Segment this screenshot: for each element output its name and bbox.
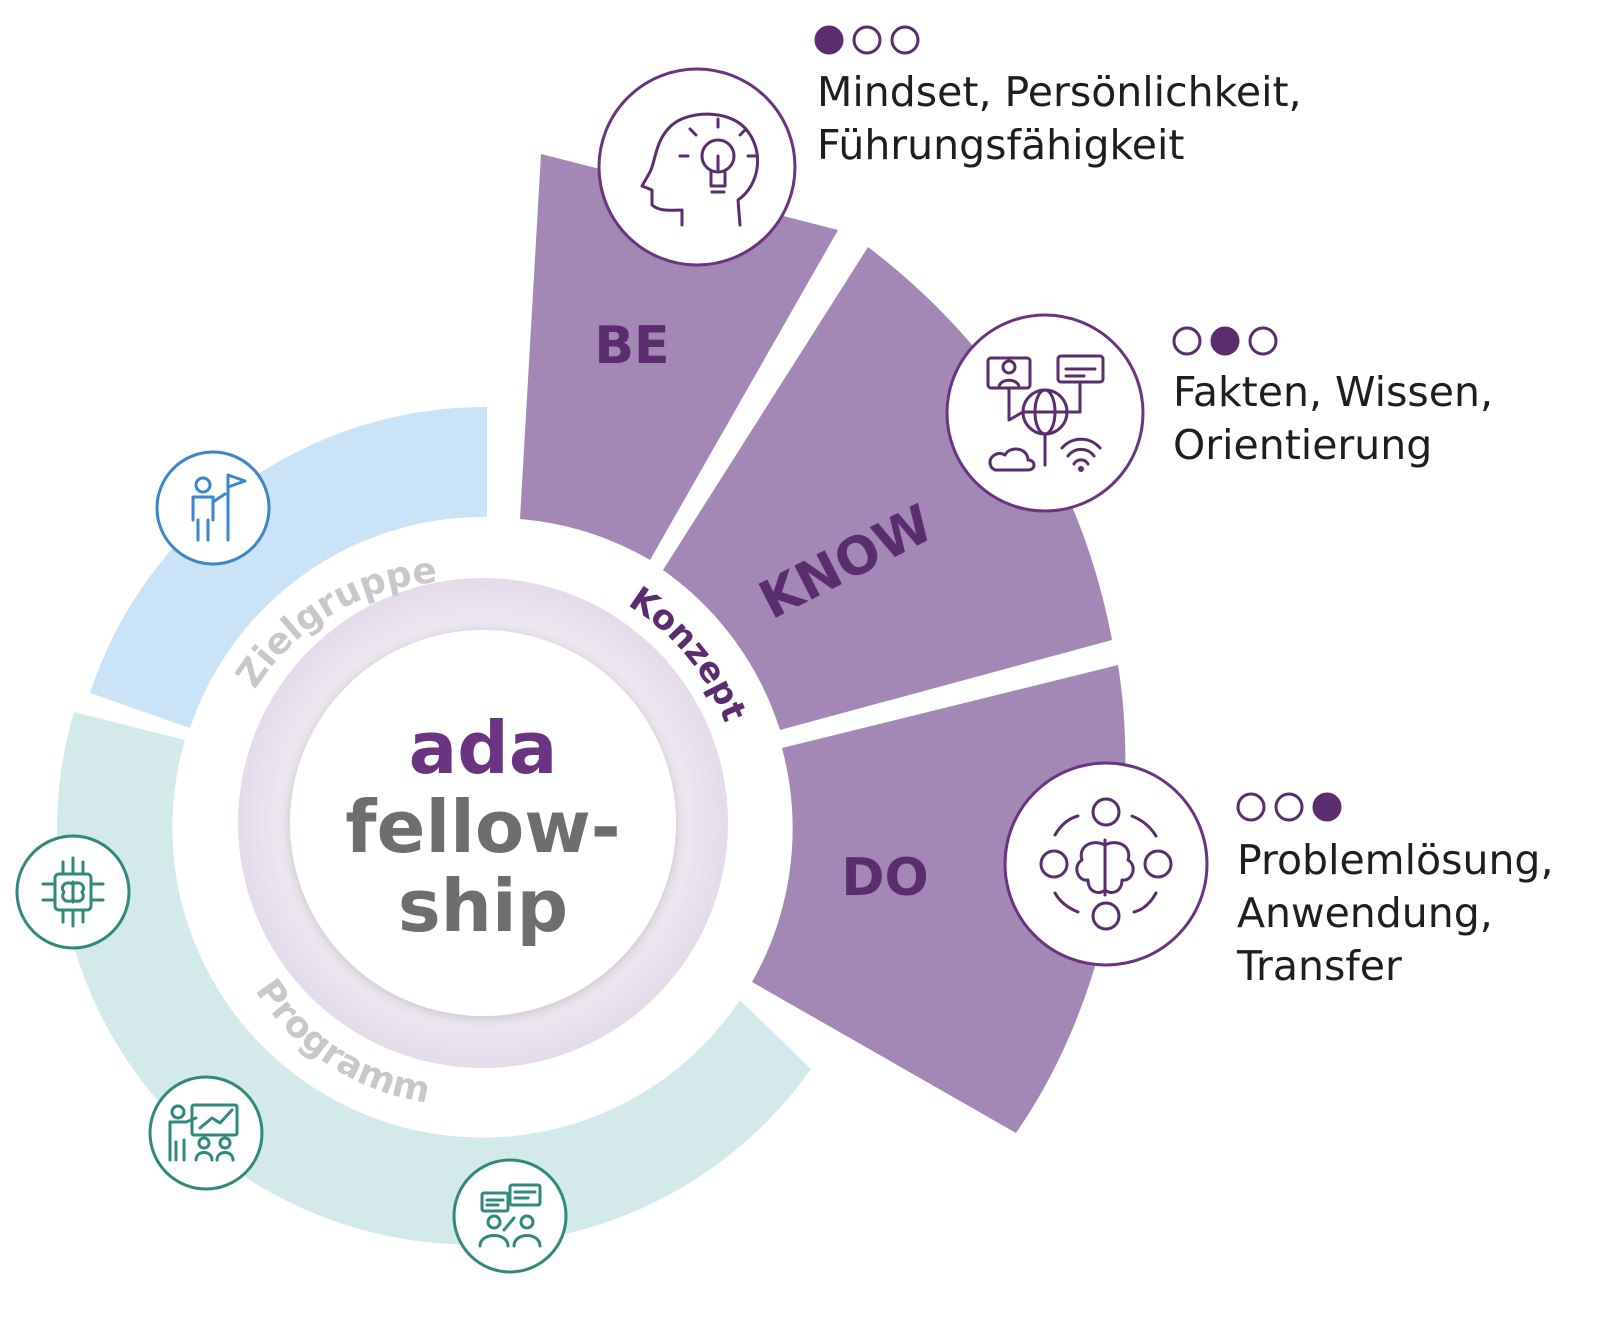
do-description: Problemlösung, Anwendung, Transfer: [1237, 834, 1554, 993]
be-level-dot-1: [814, 25, 844, 55]
brain-team-cycle-icon: [1003, 761, 1209, 967]
do-description-line1: Problemlösung,: [1237, 836, 1554, 884]
do-level-dots: [1236, 792, 1342, 822]
do-description-line2: Anwendung,: [1237, 889, 1493, 937]
be-description-line1: Mindset, Persönlichkeit,: [817, 68, 1302, 116]
be-level-dot-3: [890, 25, 920, 55]
center-disc: [290, 630, 676, 1016]
center-title-ship: ship: [398, 864, 568, 948]
segment-be-label: BE: [594, 316, 669, 376]
presentation-icon: [148, 1075, 264, 1191]
head-lightbulb-icon: [597, 67, 797, 267]
person-flag-icon: [155, 450, 271, 566]
do-description-line3: Transfer: [1237, 942, 1402, 990]
know-level-dot-3: [1248, 326, 1278, 356]
discussion-icon: [452, 1158, 568, 1274]
be-description: Mindset, Persönlichkeit, Führungsfähigke…: [817, 66, 1302, 172]
know-description-line1: Fakten, Wissen,: [1173, 368, 1494, 416]
center-title-ada: ada: [409, 706, 558, 790]
zielgruppe-band: [90, 406, 487, 728]
be-description-line2: Führungsfähigkeit: [817, 121, 1185, 169]
be-level-dot-2: [852, 25, 882, 55]
do-level-dot-1: [1236, 792, 1266, 822]
network-globe-icon: [945, 313, 1145, 513]
know-level-dot-1: [1172, 326, 1202, 356]
do-level-dot-3: [1312, 792, 1342, 822]
segment-do-label: DO: [841, 848, 928, 908]
segment-be: [520, 154, 838, 560]
center-title-fellow: fellow-: [345, 785, 620, 869]
know-description: Fakten, Wissen, Orientierung: [1173, 366, 1493, 472]
segment-do: [752, 665, 1126, 1133]
know-level-dot-2: [1210, 326, 1240, 356]
know-description-line2: Orientierung: [1173, 421, 1433, 469]
know-level-dots: [1172, 326, 1278, 356]
do-level-dot-2: [1274, 792, 1304, 822]
segment-know: [663, 247, 1112, 730]
be-level-dots: [814, 25, 920, 55]
chip-brain-icon: [15, 834, 131, 950]
